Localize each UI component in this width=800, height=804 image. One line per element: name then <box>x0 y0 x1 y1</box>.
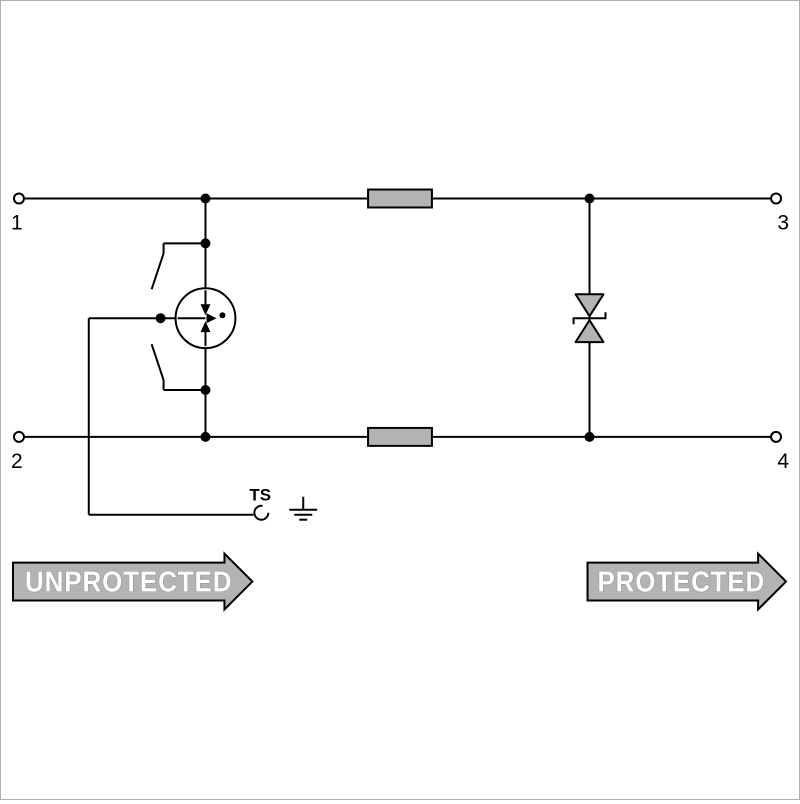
terminal-4 <box>770 430 783 443</box>
protected-arrow-icon <box>586 551 788 612</box>
terminal-1 <box>12 192 25 205</box>
junction-dot <box>584 193 595 204</box>
terminals <box>12 192 783 443</box>
terminal-2 <box>12 430 25 443</box>
junction-dot <box>200 193 211 204</box>
ts-contact-icon <box>253 504 270 521</box>
terminal-1-label: 1 <box>11 211 23 234</box>
terminal-2-label: 2 <box>11 450 23 473</box>
junction-dot <box>200 431 211 442</box>
unprotected-arrow-icon <box>11 551 254 612</box>
ts-label: TS <box>249 486 271 505</box>
gdt-arrow-right-icon <box>206 313 217 324</box>
ts-branch <box>87 318 318 521</box>
tvs-triangle-bottom <box>574 319 605 344</box>
junction-dot <box>584 431 595 442</box>
terminal-4-label: 4 <box>777 450 789 473</box>
unprotected-banner: UNPROTECTED <box>11 551 254 612</box>
resistor-bottom <box>367 426 433 447</box>
terminal-labels: 1 3 2 4 <box>11 211 789 472</box>
gdt-arrowheads <box>200 304 226 333</box>
tvs-triangle-top <box>574 293 605 318</box>
switch-top-blade <box>150 253 165 290</box>
resistors <box>367 188 433 447</box>
switch-bottom-blade <box>150 343 165 381</box>
protected-banner-label: PROTECTED <box>598 567 766 599</box>
terminal-3 <box>770 192 783 205</box>
junction-dot <box>155 313 166 324</box>
tvs-diode-branch <box>572 198 607 437</box>
junction-dot <box>200 238 211 249</box>
gdt-arrow-up-icon <box>200 321 211 333</box>
tvs-center-bar <box>572 312 607 325</box>
disconnect-switch <box>150 242 206 392</box>
junction-dots <box>155 193 595 442</box>
resistor-top <box>367 188 433 209</box>
protected-banner: PROTECTED <box>586 551 788 612</box>
terminal-3-label: 3 <box>777 211 789 234</box>
unprotected-banner-label: UNPROTECTED <box>25 567 232 599</box>
gdt-arrow-down-icon <box>200 304 211 316</box>
junction-dot <box>200 385 211 396</box>
gdt-center-dot <box>219 312 226 319</box>
